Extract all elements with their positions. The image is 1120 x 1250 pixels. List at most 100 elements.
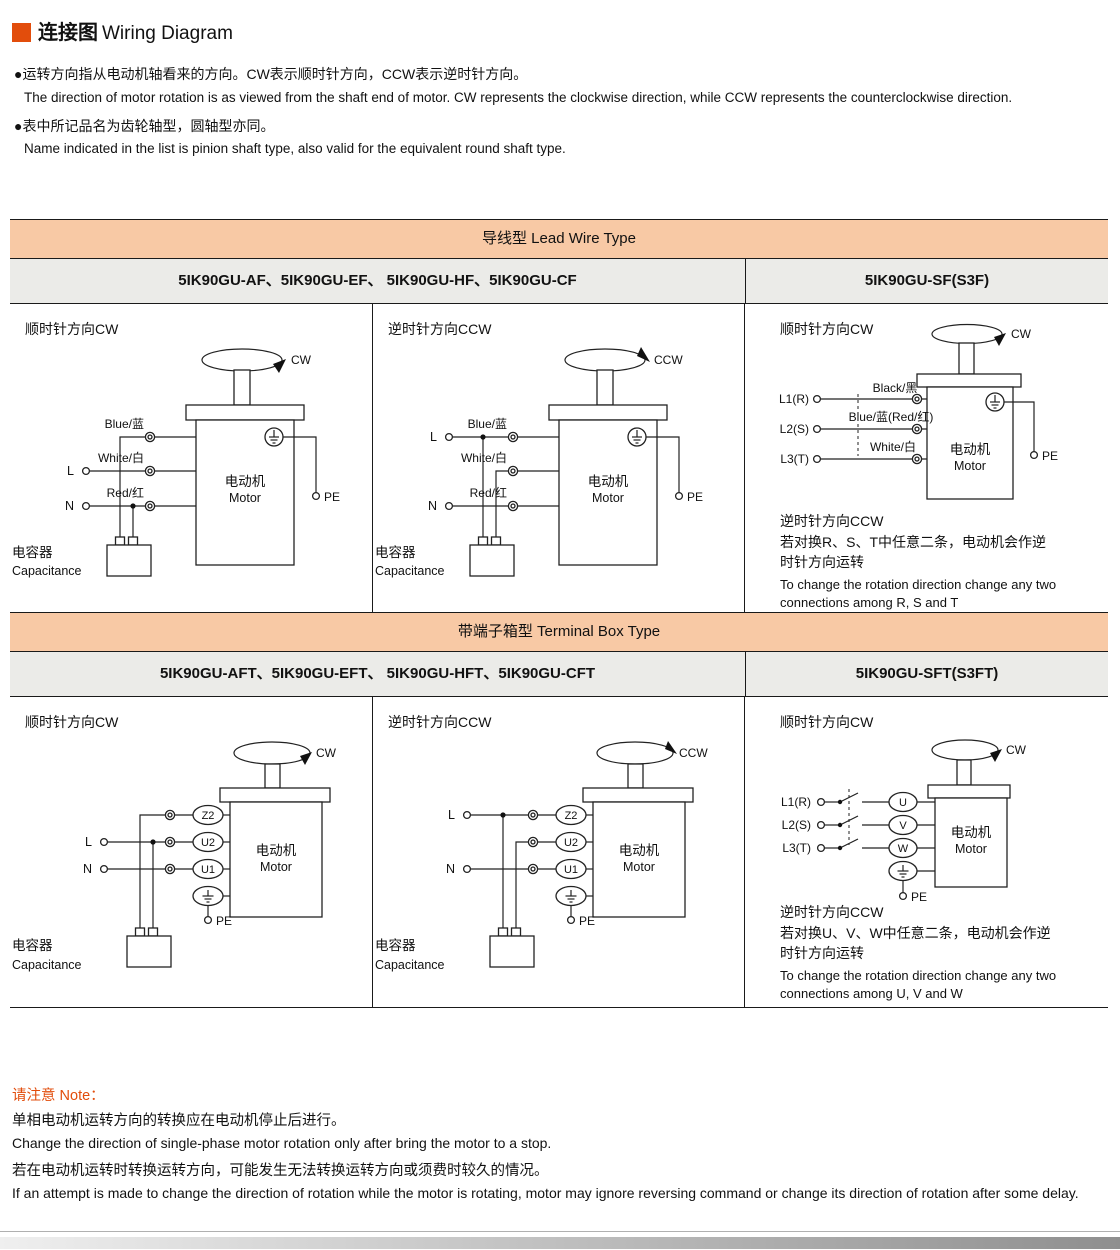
- terminal-models-right: 5IK90GU-SFT(S3FT): [855, 665, 999, 682]
- v-label: V: [899, 820, 907, 832]
- lead-models-left: 5IK90GU-AF、5IK90GU-EF、 5IK90GU-HF、5IK90G…: [10, 259, 746, 303]
- note-heading: 请注意 Note：: [12, 1088, 105, 1104]
- wiring: [471, 812, 572, 928]
- lead-cw-diagram: 顺时针方向CW CW 电动机 Motor: [12, 321, 340, 578]
- terminal-icon: [164, 836, 176, 848]
- intro-bullet1-zh: ●运转方向指从电动机轴看来的方向。CW表示顺时针方向，CCW表示逆时针方向。: [14, 66, 528, 82]
- ground-symbol-icon: [627, 427, 647, 447]
- note-line1-zh: 单相电动机运转方向的转换应在电动机停止后进行。: [12, 1113, 346, 1129]
- w-label: W: [898, 843, 909, 855]
- motor-label-zh: 电动机: [225, 474, 266, 489]
- note-line2-en: If an attempt is made to change the dire…: [12, 1185, 1079, 1201]
- l-terminal: [462, 810, 472, 820]
- diagram-title: 逆时针方向CCW: [388, 714, 492, 730]
- blue-terminal-icon: [507, 431, 519, 443]
- diagram-title: 逆时针方向CCW: [388, 321, 492, 337]
- pe-label: PE: [216, 914, 232, 928]
- l2-terminal: [812, 424, 822, 434]
- terminal-sft-diagram: 顺时针方向CW CW 电动机 Motor: [780, 714, 1056, 1001]
- l-label: L: [430, 430, 437, 444]
- footer-rule: [0, 1231, 1120, 1232]
- motor-body: [219, 763, 331, 918]
- intro-bullet2-zh: ●表中所记品名为齿轮轴型，圆轴型亦同。: [14, 118, 275, 134]
- motor-label-en: Motor: [229, 491, 261, 505]
- l3-terminal: [816, 843, 826, 853]
- motor-body: [927, 759, 1011, 888]
- terminal-icon: [911, 423, 923, 435]
- lead-sf-diagram: 顺时针方向CW CW 电动机 Motor: [779, 321, 1058, 610]
- n-label: N: [83, 862, 92, 876]
- blue-wire-label: Blue/蓝: [105, 417, 144, 431]
- n-label: N: [428, 499, 437, 513]
- red-terminal-icon: [507, 500, 519, 512]
- note-line1-en: Change the direction of single-phase mot…: [12, 1135, 552, 1151]
- n-terminal: [99, 864, 109, 874]
- sf-note-en1: To change the rotation direction change …: [780, 577, 1056, 592]
- red-wire-label: Red/红: [107, 485, 144, 500]
- l3-label: L3(T): [782, 841, 811, 855]
- motor-label-zh: 电动机: [256, 843, 297, 858]
- motor-label-zh: 电动机: [951, 825, 992, 840]
- terminal-icon: [164, 809, 176, 821]
- diagram-title: 顺时针方向CW: [780, 714, 874, 730]
- terminal-icon: [527, 863, 539, 875]
- capacitor-label-zh: 电容器: [12, 937, 53, 953]
- capacitor: [126, 927, 172, 968]
- l1-label: L1(R): [779, 392, 809, 406]
- motor-label-zh: 电动机: [619, 843, 660, 858]
- l2-terminal: [816, 820, 826, 830]
- motor-label-en: Motor: [260, 860, 292, 874]
- u2-label: U2: [201, 837, 215, 849]
- lead-cw-cell: 顺时针方向CW CW 电动机 Motor: [10, 304, 373, 612]
- l1-terminal: [812, 394, 822, 404]
- diagram-title: 顺时针方向CW: [25, 714, 119, 730]
- blue-wire-label: Blue/蓝: [468, 417, 507, 431]
- terminal-icon: [164, 863, 176, 875]
- note-line2-zh: 若在电动机运转时转换运转方向，可能发生无法转换运转方向或须费时较久的情况。: [12, 1163, 549, 1179]
- motor-body: [582, 763, 694, 918]
- terminal-block: [555, 804, 593, 907]
- section-square-icon: [12, 23, 31, 42]
- ccw-label: CCW: [679, 746, 708, 760]
- sf-note-en2: connections among R, S and T: [780, 595, 958, 610]
- wiring: [824, 789, 935, 893]
- pe-terminal: [898, 891, 908, 901]
- blue-red-wire-label: Blue/蓝(Red/红): [849, 409, 934, 424]
- page-title-zh: 连接图: [38, 22, 98, 44]
- terminal-cw-diagram: 顺时针方向CW CW 电动机 Motor: [12, 714, 337, 972]
- motor-label-en: Motor: [623, 860, 655, 874]
- l1-terminal: [816, 797, 826, 807]
- n-label: N: [65, 499, 74, 513]
- u1-label: U1: [201, 864, 215, 876]
- l-label: L: [85, 835, 92, 849]
- pe-terminal: [1029, 450, 1039, 460]
- u1-label: U1: [564, 864, 578, 876]
- n-terminal: [81, 501, 91, 511]
- ccw-subtitle: 逆时针方向CCW: [780, 513, 884, 529]
- footer-gradient-bar: [0, 1237, 1120, 1249]
- terminal-icon: [911, 453, 923, 465]
- pe-terminal: [203, 915, 213, 925]
- cw-label: CW: [1006, 743, 1027, 757]
- lead-ccw-diagram: 逆时针方向CCW CCW 电动机 Motor: [375, 321, 703, 578]
- motor-label-zh: 电动机: [950, 442, 991, 457]
- terminal-block: [888, 791, 918, 882]
- rotation-cw-icon: [233, 741, 312, 765]
- terminal-sft-cell: 顺时针方向CW CW 电动机 Motor: [745, 697, 1108, 1007]
- white-terminal-icon: [507, 465, 519, 477]
- motor-label-en: Motor: [955, 842, 987, 856]
- l2-label: L2(S): [782, 818, 811, 832]
- motor-label-zh: 电动机: [588, 474, 629, 489]
- motor-label-en: Motor: [954, 459, 986, 473]
- ccw-subtitle: 逆时针方向CCW: [780, 904, 884, 920]
- rotation-ccw-icon: [564, 347, 650, 372]
- wiring: [453, 434, 680, 537]
- cw-label: CW: [1011, 327, 1032, 341]
- pe-terminal: [674, 491, 684, 501]
- cw-label: CW: [316, 746, 337, 760]
- sf-note-zh2: 时针方向运转: [780, 554, 864, 570]
- capacitor-label-en: Capacitance: [12, 958, 82, 972]
- l-terminal: [444, 432, 454, 442]
- terminal-icon: [911, 393, 923, 405]
